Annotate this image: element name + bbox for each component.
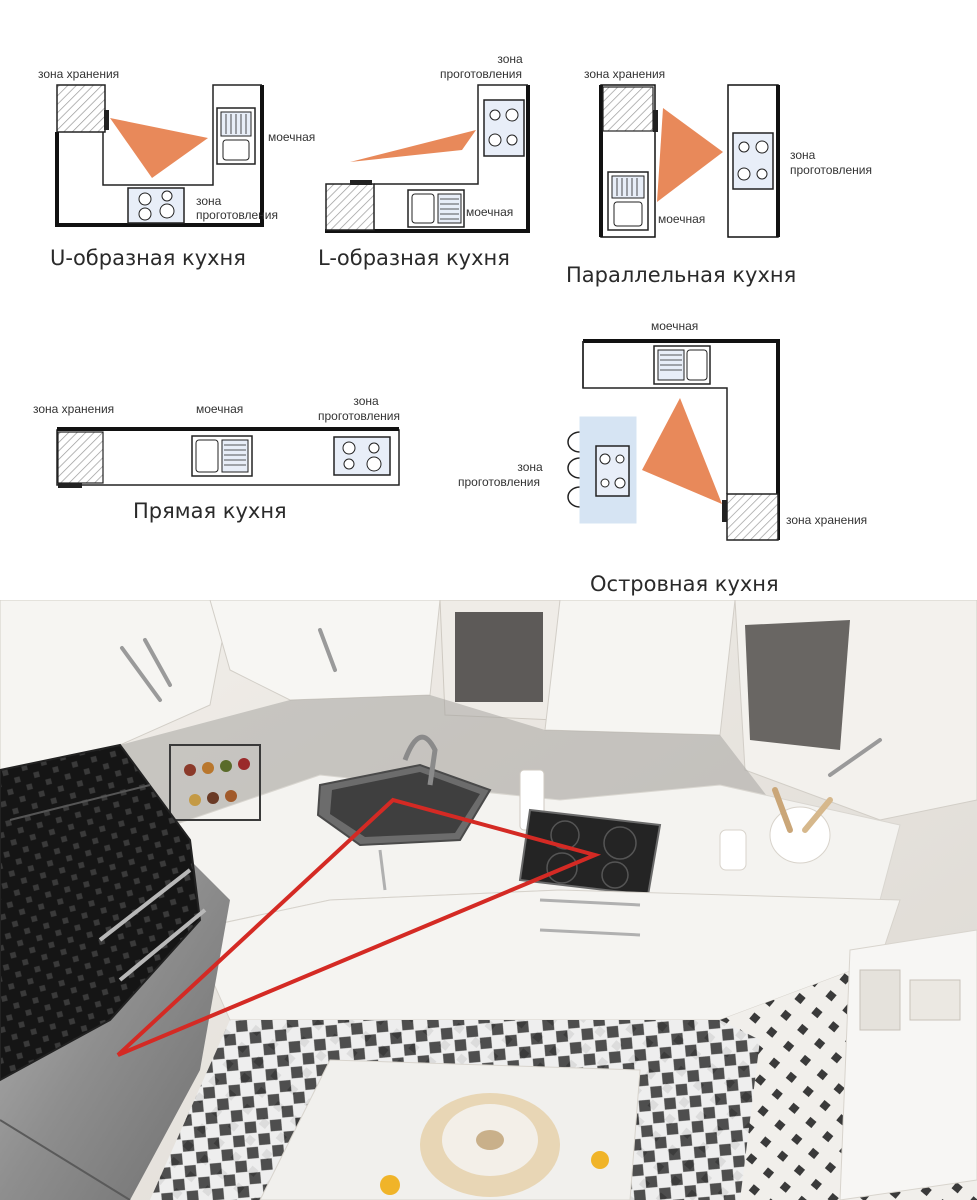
u-storage-label: зона хранения [38, 67, 120, 81]
island-storage-box [726, 493, 779, 541]
u-hob [127, 187, 185, 224]
u-work-triangle [110, 118, 208, 178]
island-layout [567, 339, 780, 541]
island-storage-label: зона хранения [786, 513, 868, 527]
parallel-work-triangle [657, 108, 723, 202]
kitchen-photo-illustration [0, 600, 977, 1200]
u-cook-label-1: зона [196, 194, 222, 208]
l-counter-outer [325, 85, 530, 233]
parallel-storage-label: зона хранения [584, 67, 666, 81]
kitchen-photo [0, 600, 977, 1200]
kitchen-layout-diagrams: зона хранения моечная зона проготовления… [33, 52, 873, 596]
l-shape-title: L-образная кухня [318, 246, 510, 270]
photo-work-triangle [116, 797, 602, 1057]
u-sink-label: моечная [268, 130, 316, 144]
parallel-cook-label-2: проготовления [790, 163, 873, 177]
straight-hob [333, 436, 391, 476]
l-work-triangle [350, 130, 476, 162]
l-hob [483, 99, 525, 157]
u-cook-label-2: проготовления [196, 208, 279, 222]
l-cook-label-2: проготовления [440, 67, 523, 81]
layout-diagrams-svg [55, 84, 780, 541]
l-shape-layout [325, 84, 530, 233]
straight-storage-box [57, 431, 104, 484]
island-cook-label-1: зона [517, 460, 543, 474]
parallel-layout [599, 84, 780, 238]
straight-layout [56, 427, 400, 488]
u-shape-layout [55, 84, 264, 227]
straight-cook-label-2: проготовления [318, 409, 401, 423]
island-hob [595, 445, 630, 497]
island-cook-label-2: проготовления [458, 475, 541, 489]
parallel-cook-label-1: зона [790, 148, 816, 162]
u-shape-title: U-образная кухня [50, 246, 246, 270]
island-work-triangle [642, 398, 722, 504]
parallel-storage-box [602, 86, 654, 132]
straight-cook-label-1: зона [353, 394, 379, 408]
l-storage-box [325, 183, 375, 231]
parallel-sink-label: моечная [658, 212, 706, 226]
l-sink-label: моечная [466, 205, 514, 219]
parallel-hob [732, 132, 774, 190]
island-title: Островная кухня [590, 572, 779, 596]
u-counter-outer [55, 85, 264, 227]
u-storage-box [56, 84, 106, 133]
straight-storage-label: зона хранения [33, 402, 115, 416]
u-counter-inner [102, 84, 262, 186]
l-cook-label-1: зона [497, 52, 523, 66]
island-sink-label: моечная [651, 319, 699, 333]
parallel-title: Параллельная кухня [566, 263, 797, 287]
straight-title: Прямая кухня [133, 499, 287, 523]
straight-sink-label: моечная [196, 402, 244, 416]
